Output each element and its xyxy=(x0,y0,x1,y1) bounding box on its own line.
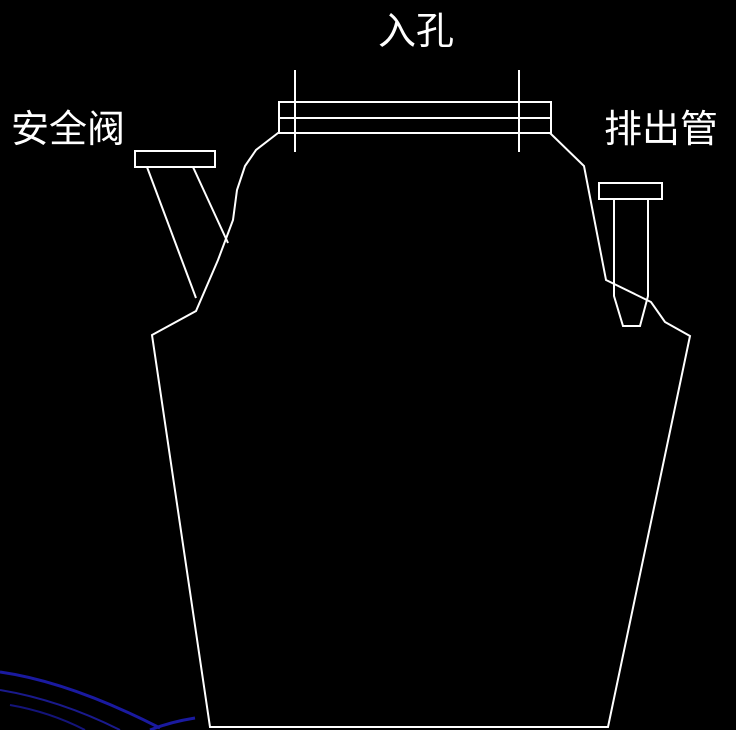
manhole-flange-upper xyxy=(278,101,552,119)
drain-pipe-tube xyxy=(613,199,649,327)
safety-valve-pipe-left xyxy=(146,166,197,299)
decorative-swoosh xyxy=(0,670,196,730)
safety-valve-label: 安全阀 xyxy=(11,107,126,151)
manhole-flange-lower xyxy=(278,117,552,134)
safety-valve-cap xyxy=(134,150,216,168)
drain-pipe-cap xyxy=(598,182,663,200)
safety-valve-pipe-right xyxy=(192,166,229,244)
manhole-label: 入孔 xyxy=(378,9,455,53)
tank-body-outline xyxy=(150,132,692,728)
drain-pipe-label: 排出管 xyxy=(604,107,719,151)
